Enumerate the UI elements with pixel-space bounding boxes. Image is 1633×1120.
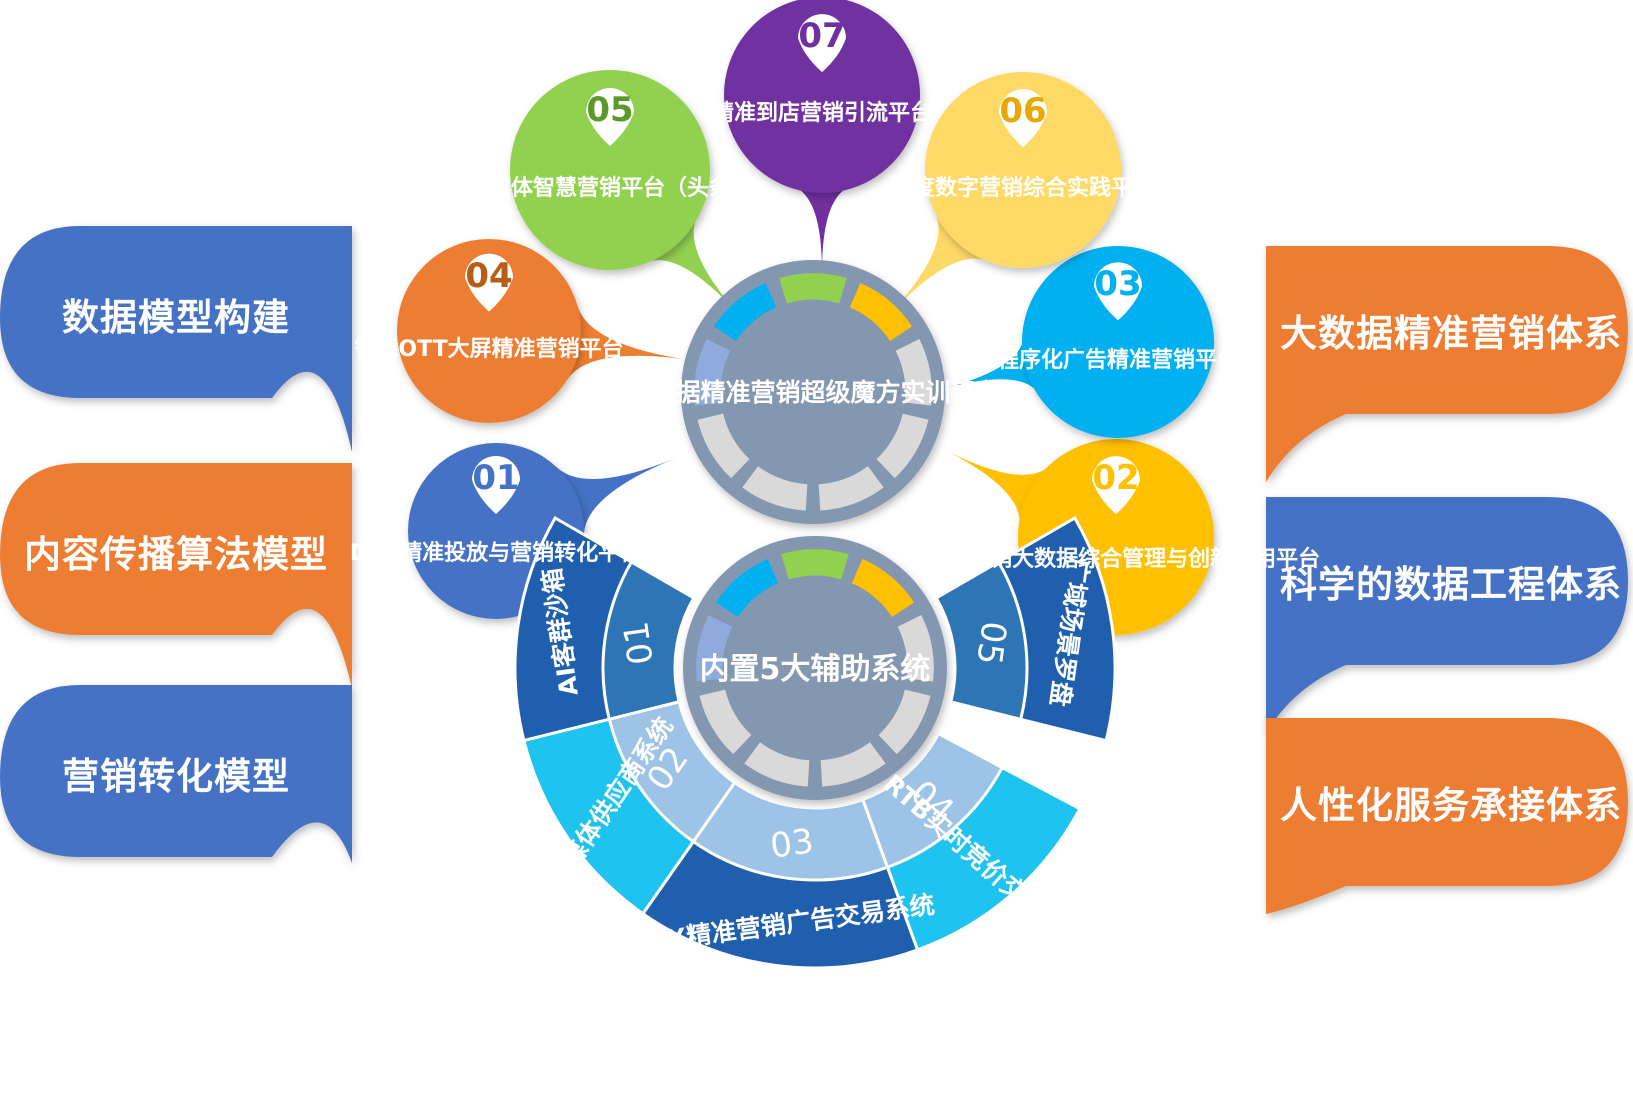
subsystem-inner-band (607, 700, 737, 844)
pin-marker (999, 89, 1047, 148)
hub-ring-segment (820, 742, 886, 787)
hub-ring-segment (878, 689, 931, 755)
hub-ring-segment (895, 338, 932, 406)
subsystem-inner-band (691, 780, 890, 882)
hub-ring-segment (713, 283, 777, 342)
right-tag-shape (1266, 718, 1628, 914)
hub-ring-segment (697, 413, 750, 479)
hub-ring-segment (849, 283, 913, 342)
hub-ring-segment (781, 549, 849, 580)
hub-top-center (731, 310, 895, 474)
bubble-tail (946, 326, 1044, 403)
bubble-tail (566, 305, 690, 381)
bubble-tail (888, 208, 992, 316)
hub-ring-segment (818, 466, 884, 511)
subsystem-inner-band (601, 559, 696, 722)
pin-marker (465, 253, 513, 312)
bubble-tail (782, 184, 862, 272)
pin-marker (1092, 456, 1140, 515)
hub-ring-segment (744, 742, 810, 787)
hub-ring-segment (694, 338, 731, 406)
subsystem-inner-band (860, 731, 1005, 870)
pin-marker (586, 88, 634, 146)
right-tag-shape (1266, 497, 1628, 733)
left-tag-shape (0, 463, 352, 689)
right-tag-shape (1266, 246, 1628, 482)
hub-ring-segment (876, 413, 929, 479)
pin-marker (472, 455, 520, 514)
subsystem-inner-band (934, 559, 1029, 722)
platform-bubble (925, 72, 1121, 268)
bubble-tail (556, 458, 676, 535)
hub-ring-segment (742, 466, 808, 511)
platform-bubble (1022, 246, 1214, 438)
left-tag-shape (0, 226, 352, 452)
hub-ring-segment (715, 559, 779, 618)
left-tag-shape (0, 685, 352, 863)
hub-bottom-center (733, 586, 897, 750)
platform-bubble (510, 70, 710, 270)
hub-ring-segment (779, 273, 847, 304)
pin-marker (1094, 262, 1142, 321)
hub-ring-segment (699, 689, 752, 755)
platform-bubble (397, 239, 581, 423)
platform-bubble (724, 0, 920, 193)
bubble-tail (640, 211, 740, 316)
hub-ring-segment (696, 614, 733, 682)
pin-marker (798, 14, 846, 73)
hub-ring-segment (851, 559, 915, 618)
hub-ring-segment (897, 614, 934, 682)
